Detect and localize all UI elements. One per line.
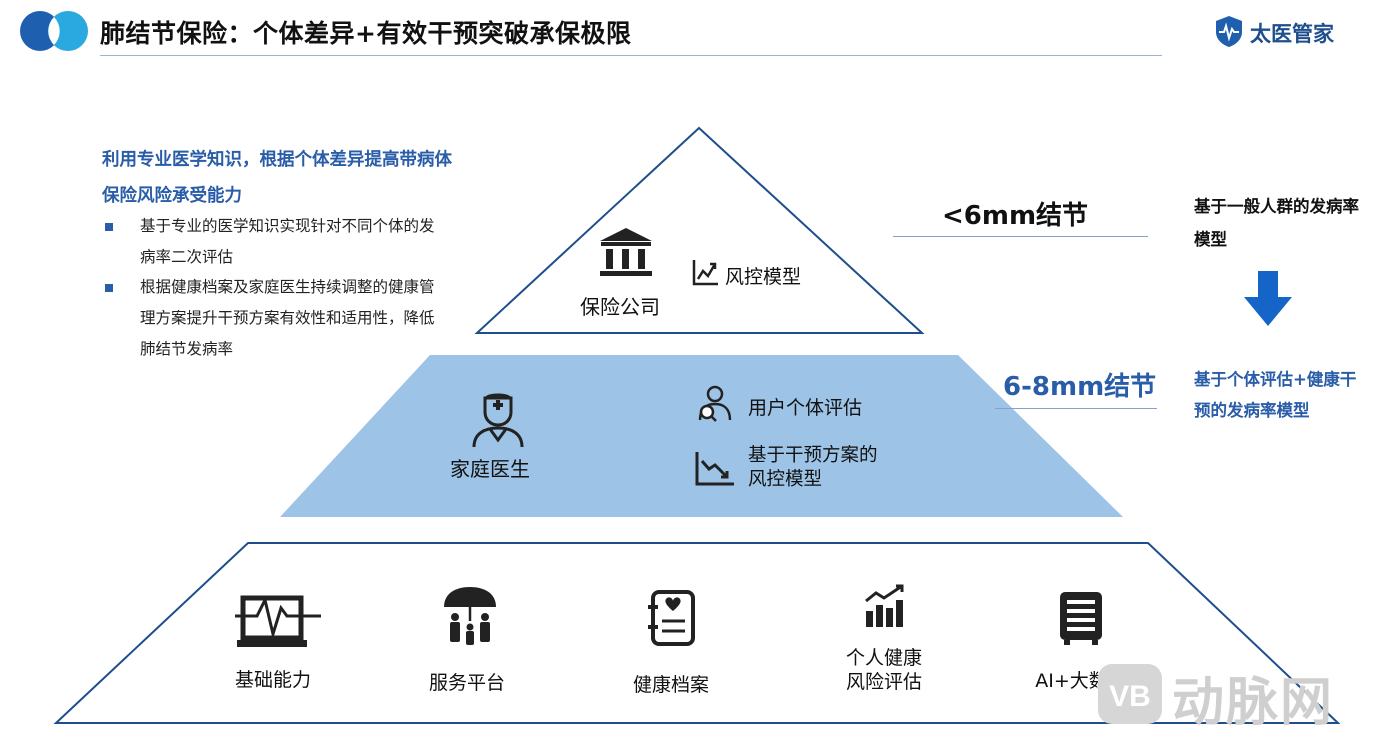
pyramid-top-tier [474,126,925,334]
declining-chart-icon [695,452,734,486]
base-item-label-4: 个人健康风险评估 [845,647,922,693]
intervention-risk-model-label: 基于干预方案的风控模型 [748,445,878,490]
bullet-text-2: 根据健康档案及家庭医生持续调整的健康管理方案提升干预方案有效性和适用性，降低肺结… [140,278,435,358]
page-title: 肺结节保险：个体差异+有效干预突破承保极限 [100,19,632,48]
individual-intervention-model-label: 基于个体评估+健康干预的发病率模型 [1194,370,1357,420]
base-item-label-2: 服务平台 [428,672,505,694]
base-item-label-3: 健康档案 [632,674,709,696]
bank-icon [600,228,652,276]
user-assessment-icon [698,385,732,422]
bullet-marker [105,223,113,231]
general-population-model-label: 基于一般人群的发病率模型 [1194,197,1359,249]
doctor-icon [472,393,524,448]
watermark-logo-icon: VB [1098,664,1162,724]
laptop-pulse-icon [235,595,321,647]
bar-chart-trend-icon [865,584,904,627]
range-divider [995,408,1157,409]
health-record-icon [648,590,695,646]
server-database-icon [1060,592,1102,645]
nodule-range-small: <6mm结节 [942,201,1089,231]
user-assessment-label: 用户个体评估 [748,397,863,419]
risk-model-label: 风控模型 [725,266,802,288]
pyramid-base-tier [53,542,1341,724]
left-panel-heading: 利用专业医学知识，根据个体差异提高带病体保险风险承受能力 [102,150,452,206]
bullet-marker [105,284,113,292]
title-divider [100,55,1162,56]
umbrella-family-icon [444,587,496,645]
down-arrow-icon [1244,271,1292,326]
base-item-label-1: 基础能力 [234,669,311,691]
range-divider [893,236,1148,237]
brand-shield-icon [1216,16,1242,47]
brand-name: 太医管家 [1250,22,1334,46]
risk-chart-icon [692,260,718,286]
bullet-text-1: 基于专业的医学知识实现针对不同个体的发病率二次评估 [140,217,435,266]
svg-text:VB: VB [1109,680,1151,713]
nodule-range-medium: 6-8mm结节 [1003,372,1157,402]
pyramid-middle-tier [280,355,1123,517]
insurance-company-label: 保险公司 [580,295,660,319]
family-doctor-label: 家庭医生 [450,457,530,481]
watermark-text: 动脉网 [1172,673,1335,733]
logo-icon [20,11,88,51]
